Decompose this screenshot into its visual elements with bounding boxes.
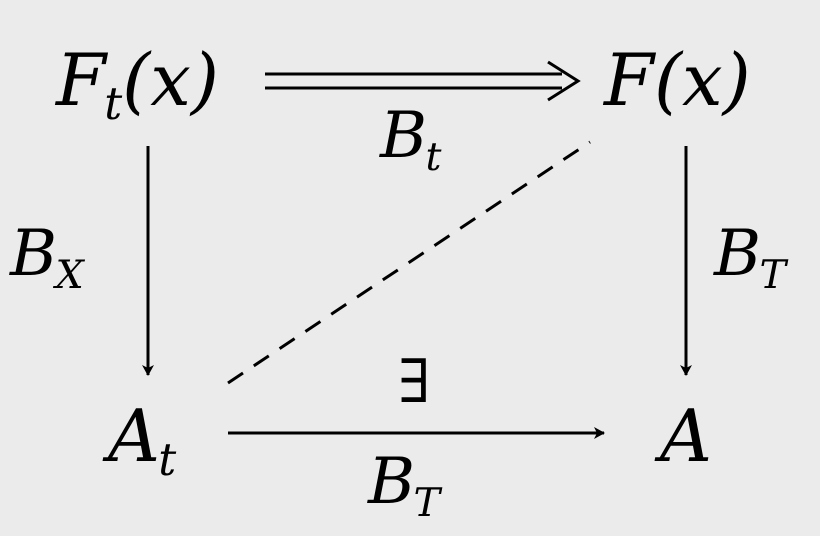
node-top-left-main: F (56, 38, 106, 122)
edge-label-bottom: BT (368, 450, 440, 523)
edge-label-right-sub: T (759, 251, 786, 298)
edge-label-bottom-sub: T (413, 479, 440, 526)
node-bottom-right-main: A (660, 394, 712, 478)
node-bottom-left: At (108, 400, 176, 483)
edge-label-left-sub: X (55, 251, 84, 298)
node-top-left-arg: (x) (122, 38, 219, 122)
edge-label-top-sub: t (425, 133, 442, 180)
edge-label-right: BT (714, 222, 786, 295)
edge-label-right-main: B (714, 217, 762, 291)
node-top-right: F(x) (604, 44, 751, 116)
node-top-left-sub: t (104, 78, 123, 131)
node-top-right-arg: (x) (653, 38, 751, 122)
exists-symbol: ∃ (398, 347, 431, 417)
node-bottom-left-sub: t (158, 434, 177, 487)
node-bottom-right: A (660, 400, 712, 472)
node-top-left: Ft(x) (56, 44, 219, 127)
edge-label-left-main: B (10, 217, 58, 291)
edge-label-top-main: B (380, 99, 428, 173)
edge-label-bottom-main: B (368, 445, 416, 519)
edge-label-top: Bt (380, 104, 441, 177)
node-bottom-left-main: A (108, 394, 160, 478)
dashed-diagonal (227, 140, 591, 385)
node-top-right-main: F (604, 38, 654, 122)
top-double-arrow (265, 60, 581, 102)
edge-label-left: BX (10, 222, 84, 295)
